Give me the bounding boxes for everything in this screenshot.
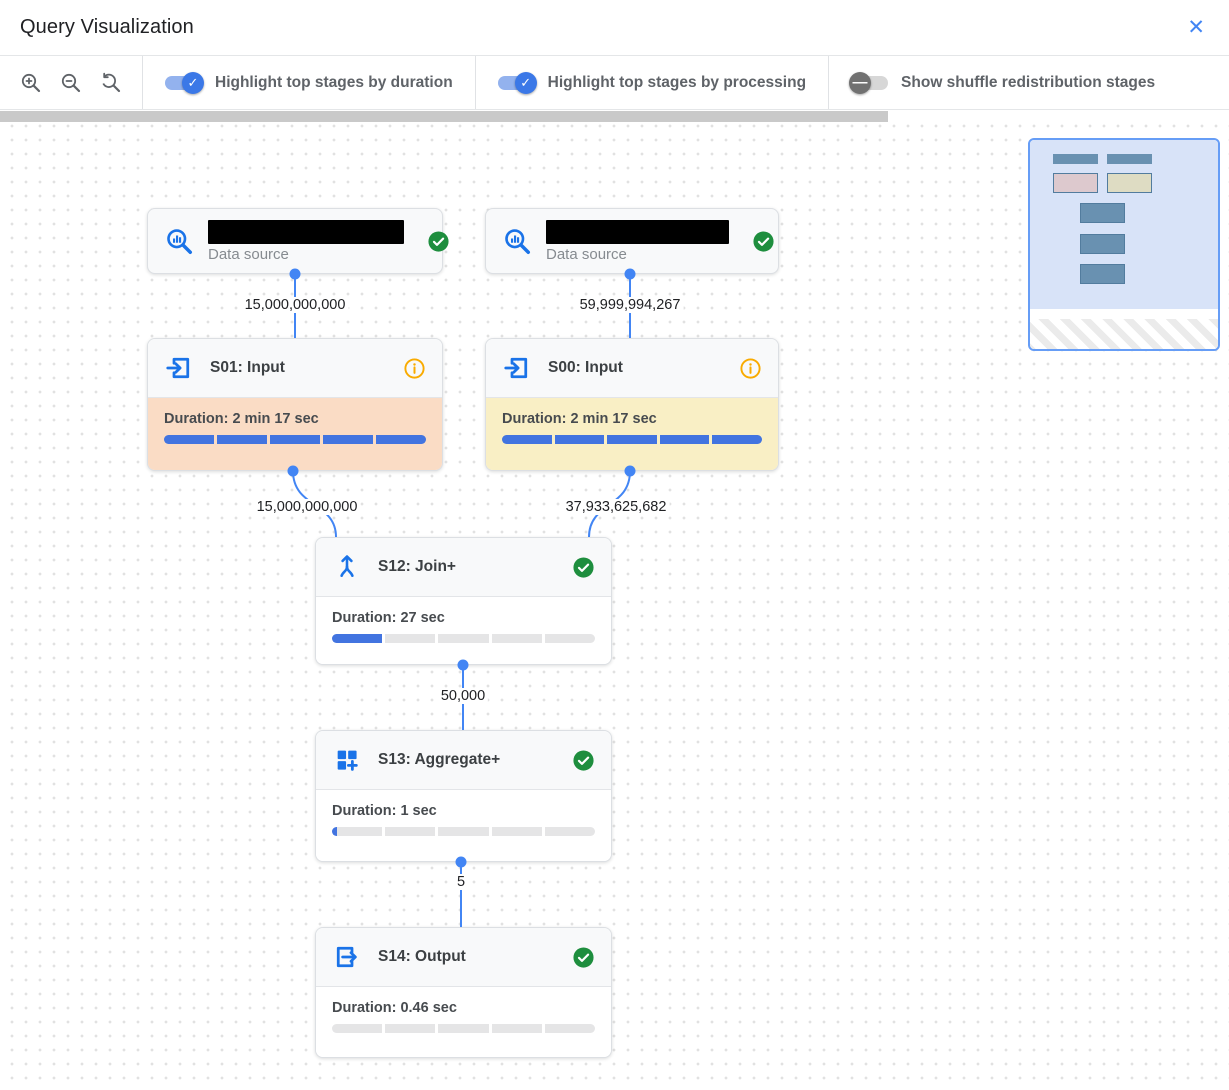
minimap-node-highlight-processing xyxy=(1107,173,1152,193)
info-icon[interactable] xyxy=(402,356,426,380)
minimap-node xyxy=(1107,154,1152,164)
toggle-group-shuffle: — Show shuffle redistribution stages xyxy=(829,71,1177,94)
stage-progress-bar xyxy=(332,634,595,643)
stage-duration: Duration: 27 sec xyxy=(332,610,445,626)
node-data-source-1[interactable]: Data source xyxy=(147,208,449,274)
close-icon[interactable]: ✕ xyxy=(1187,16,1205,39)
highlight-duration-toggle[interactable]: ✓ xyxy=(165,71,204,94)
input-icon xyxy=(502,353,532,383)
minimap-node xyxy=(1080,234,1125,254)
stage-title: S12: Join+ xyxy=(378,558,456,575)
toggle-label: Show shuffle redistribution stages xyxy=(901,73,1156,91)
toolbar-divider xyxy=(828,56,830,109)
edge-label-rows: 37,933,625,682 xyxy=(562,499,670,515)
toggle-thumb-icon: ✓ xyxy=(182,71,204,94)
page-title: Query Visualization xyxy=(20,16,194,38)
edge-label-rows: 5 xyxy=(453,874,469,890)
zoom-in-button[interactable] xyxy=(18,70,44,96)
data-source-label: Data source xyxy=(546,245,627,263)
success-icon xyxy=(571,945,595,969)
minimap-node xyxy=(1053,154,1098,164)
edge-label-rows: 15,000,000,000 xyxy=(253,499,361,515)
stage-duration: Duration: 2 min 17 sec xyxy=(164,411,319,427)
toggle-label: Highlight top stages by duration xyxy=(215,73,453,91)
toggle-group-duration: ✓ Highlight top stages by duration xyxy=(143,71,475,94)
stage-title: S00: Input xyxy=(548,359,623,376)
stage-duration: Duration: 0.46 sec xyxy=(332,1000,457,1016)
success-icon xyxy=(751,229,775,253)
success-icon xyxy=(571,748,595,772)
toggle-thumb-icon: ✓ xyxy=(514,71,537,94)
data-source-label: Data source xyxy=(208,245,289,263)
node-stage-s14-output[interactable]: S14: Output Duration: 0.46 sec xyxy=(315,927,612,1058)
stage-progress-bar xyxy=(332,827,595,836)
stage-title: S13: Aggregate+ xyxy=(378,751,501,768)
graph-canvas[interactable]: Data source Data source xyxy=(0,110,1229,1090)
toggle-thumb-icon: — xyxy=(849,71,872,94)
toolbar: ✓ Highlight top stages by duration ✓ Hig… xyxy=(0,56,1229,110)
toolbar-divider xyxy=(474,56,476,109)
success-icon xyxy=(426,229,450,253)
reset-zoom-button[interactable] xyxy=(98,70,124,96)
show-shuffle-toggle[interactable]: — xyxy=(849,71,889,94)
minimap-node xyxy=(1080,203,1125,223)
node-stage-s01-input[interactable]: S01: Input Duration: 2 min 17 sec xyxy=(147,338,443,471)
node-stage-s13-aggregate[interactable]: S13: Aggregate+ Duration: 1 sec xyxy=(315,730,612,862)
stage-duration: Duration: 2 min 17 sec xyxy=(502,411,657,427)
dialog-header: Query Visualization ✕ xyxy=(0,0,1229,56)
node-stage-s12-join[interactable]: S12: Join+ Duration: 27 sec xyxy=(315,537,612,665)
horizontal-scrollbar-thumb[interactable] xyxy=(0,111,888,122)
graph-minimap[interactable] xyxy=(1028,138,1220,351)
zoom-out-button[interactable] xyxy=(58,70,84,96)
edge-label-rows: 15,000,000,000 xyxy=(241,297,349,313)
data-source-search-icon xyxy=(164,226,194,256)
toggle-group-processing: ✓ Highlight top stages by processing xyxy=(476,71,828,94)
stage-duration: Duration: 1 sec xyxy=(332,803,437,819)
edge-label-rows: 59,999,994,267 xyxy=(576,297,684,313)
minimap-outside-area xyxy=(1030,319,1218,349)
edge-label-rows: 50,000 xyxy=(437,688,489,704)
input-icon xyxy=(164,353,194,383)
toggle-label: Highlight top stages by processing xyxy=(547,73,807,91)
zoom-controls xyxy=(0,70,142,96)
redacted-table-name xyxy=(546,219,729,244)
output-icon xyxy=(332,942,362,972)
highlight-processing-toggle[interactable]: ✓ xyxy=(497,71,537,94)
stage-title: S01: Input xyxy=(210,359,285,376)
stage-progress-bar xyxy=(164,435,426,444)
success-icon xyxy=(571,555,595,579)
data-source-search-icon xyxy=(502,226,532,256)
join-icon xyxy=(332,552,362,582)
node-data-source-2[interactable]: Data source xyxy=(485,208,779,274)
node-stage-s00-input[interactable]: S00: Input Duration: 2 min 17 sec xyxy=(485,338,779,471)
aggregate-icon xyxy=(332,745,362,775)
horizontal-scrollbar-track[interactable] xyxy=(0,110,1229,123)
toolbar-divider xyxy=(142,56,143,109)
minimap-node xyxy=(1080,264,1125,284)
stage-progress-bar xyxy=(502,435,762,444)
redacted-table-name xyxy=(208,219,404,244)
info-icon[interactable] xyxy=(738,356,762,380)
stage-title: S14: Output xyxy=(378,948,466,965)
minimap-node-highlight-duration xyxy=(1053,173,1098,193)
stage-progress-bar xyxy=(332,1024,595,1033)
